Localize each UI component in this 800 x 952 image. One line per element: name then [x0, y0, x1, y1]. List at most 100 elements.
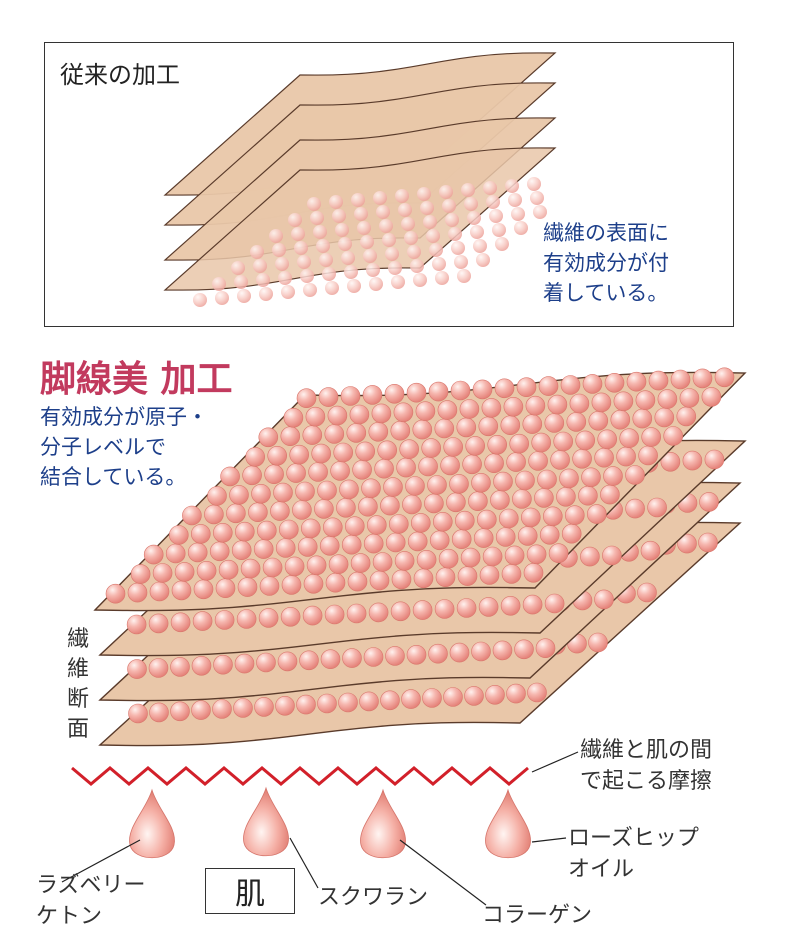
conventional-surface-bead — [467, 211, 481, 225]
active-ingredient-bead — [256, 520, 277, 541]
conventional-surface-bead — [297, 255, 311, 269]
conventional-surface-bead — [376, 205, 390, 219]
active-ingredient-bead — [236, 609, 257, 629]
active-ingredient-bead — [525, 395, 546, 416]
conventional-surface-bead — [212, 277, 226, 291]
conventional-surface-bead — [398, 203, 412, 217]
active-ingredient-bead — [539, 524, 560, 545]
active-ingredient-bead — [405, 476, 425, 496]
collagen-leader — [399, 839, 487, 906]
active-ingredient-bead — [520, 507, 541, 528]
active-ingredient-bead — [341, 534, 362, 555]
friction-zigzag — [71, 766, 529, 786]
active-ingredient-bead — [289, 444, 310, 465]
active-ingredient-bead — [517, 526, 538, 546]
active-ingredient-bead — [384, 383, 405, 404]
active-ingredient-bead — [359, 691, 379, 712]
active-ingredient-bead — [473, 528, 494, 548]
active-ingredient-bead — [498, 508, 519, 529]
active-ingredient-bead — [371, 403, 392, 424]
active-ingredient-bead — [663, 426, 684, 446]
conventional-note-line: 繊維の表面に — [543, 221, 669, 245]
conventional-surface-bead — [470, 225, 484, 239]
active-ingredient-bead — [412, 600, 433, 620]
conventional-surface-bead — [404, 231, 418, 245]
active-ingredient-bead — [450, 380, 471, 401]
active-ingredient-bead — [528, 451, 548, 471]
conventional-surface-bead — [325, 281, 339, 295]
conventional-process-frame — [44, 42, 734, 327]
active-ingredient-bead — [434, 418, 455, 439]
active-ingredient-bead — [171, 580, 192, 601]
active-ingredient-bead — [385, 646, 405, 666]
active-ingredient-bead — [233, 698, 253, 718]
kyakusenbi-fiber-layer — [93, 367, 747, 612]
active-ingredient-bead — [676, 406, 697, 427]
conventional-surface-bead — [457, 269, 471, 283]
conventional-surface-bead — [294, 241, 308, 255]
active-ingredient-bead — [495, 527, 516, 547]
conventional-surface-bead — [454, 255, 468, 269]
active-ingredient-bead — [503, 396, 524, 417]
active-ingredient-bead — [478, 416, 499, 437]
collagen-label: コラーゲン — [482, 903, 593, 928]
active-ingredient-bead — [638, 445, 658, 466]
active-ingredient-bead — [535, 638, 556, 659]
active-ingredient-bead — [253, 539, 274, 559]
active-ingredient-bead — [325, 572, 346, 593]
active-ingredient-bead — [328, 554, 349, 575]
active-ingredient-bead — [240, 558, 261, 579]
active-ingredient-bead — [149, 702, 169, 723]
active-ingredient-bead — [355, 441, 376, 462]
active-ingredient-bead — [446, 492, 466, 513]
active-ingredient-bead — [490, 490, 510, 510]
conventional-surface-bead — [303, 283, 317, 297]
conventional-surface-bead — [288, 213, 302, 227]
collagen-droplet — [360, 788, 406, 858]
active-ingredient-bead — [340, 386, 361, 406]
conventional-surface-bead — [237, 289, 251, 303]
active-ingredient-bead — [204, 504, 224, 525]
active-ingredient-bead — [561, 523, 582, 544]
fiber-section-char: 断 — [67, 687, 90, 712]
conventional-surface-bead — [464, 197, 478, 211]
active-ingredient-bead — [303, 573, 324, 594]
active-ingredient-bead — [251, 483, 271, 504]
active-ingredient-bead — [641, 427, 662, 447]
active-ingredient-bead — [275, 695, 295, 716]
active-ingredient-bead — [170, 657, 190, 677]
active-ingredient-bead — [318, 387, 339, 407]
raspberry-ketone-line: ケトン — [36, 904, 103, 929]
active-ingredient-bead — [319, 535, 340, 556]
active-ingredient-bead — [346, 603, 367, 624]
conventional-surface-bead — [533, 205, 547, 219]
active-ingredient-bead — [242, 465, 262, 486]
active-ingredient-bead — [292, 500, 312, 520]
conventional-surface-bead — [291, 227, 305, 241]
active-ingredient-bead — [342, 648, 362, 668]
active-ingredient-bead — [235, 521, 255, 542]
active-ingredient-bead — [352, 459, 372, 480]
active-ingredient-bead — [581, 467, 601, 488]
conventional-surface-bead — [439, 185, 453, 199]
active-ingredient-bead — [432, 511, 453, 532]
conventional-surface-bead — [332, 209, 346, 223]
active-ingredient-bead — [648, 370, 669, 391]
active-ingredient-bead — [128, 703, 148, 724]
conventional-surface-bead — [366, 263, 380, 277]
conventional-note: 繊維の表面に 有効成分が付 着している。 — [543, 218, 669, 308]
active-ingredient-bead — [213, 522, 233, 543]
active-ingredient-bead — [494, 378, 515, 399]
active-ingredient-bead — [314, 499, 334, 519]
active-ingredient-bead — [647, 497, 667, 518]
active-ingredient-bead — [407, 531, 428, 552]
kyakusenbi-title: 脚線美 加工 — [40, 359, 233, 400]
conventional-surface-bead — [410, 259, 424, 273]
active-ingredient-bead — [471, 641, 491, 662]
active-ingredient-bead — [610, 409, 631, 430]
conventional-surface-bead — [448, 227, 462, 241]
active-ingredient-bead — [368, 602, 389, 623]
active-ingredient-bead — [637, 582, 657, 603]
active-ingredient-bead — [487, 434, 508, 455]
active-ingredient-bead — [338, 692, 358, 713]
